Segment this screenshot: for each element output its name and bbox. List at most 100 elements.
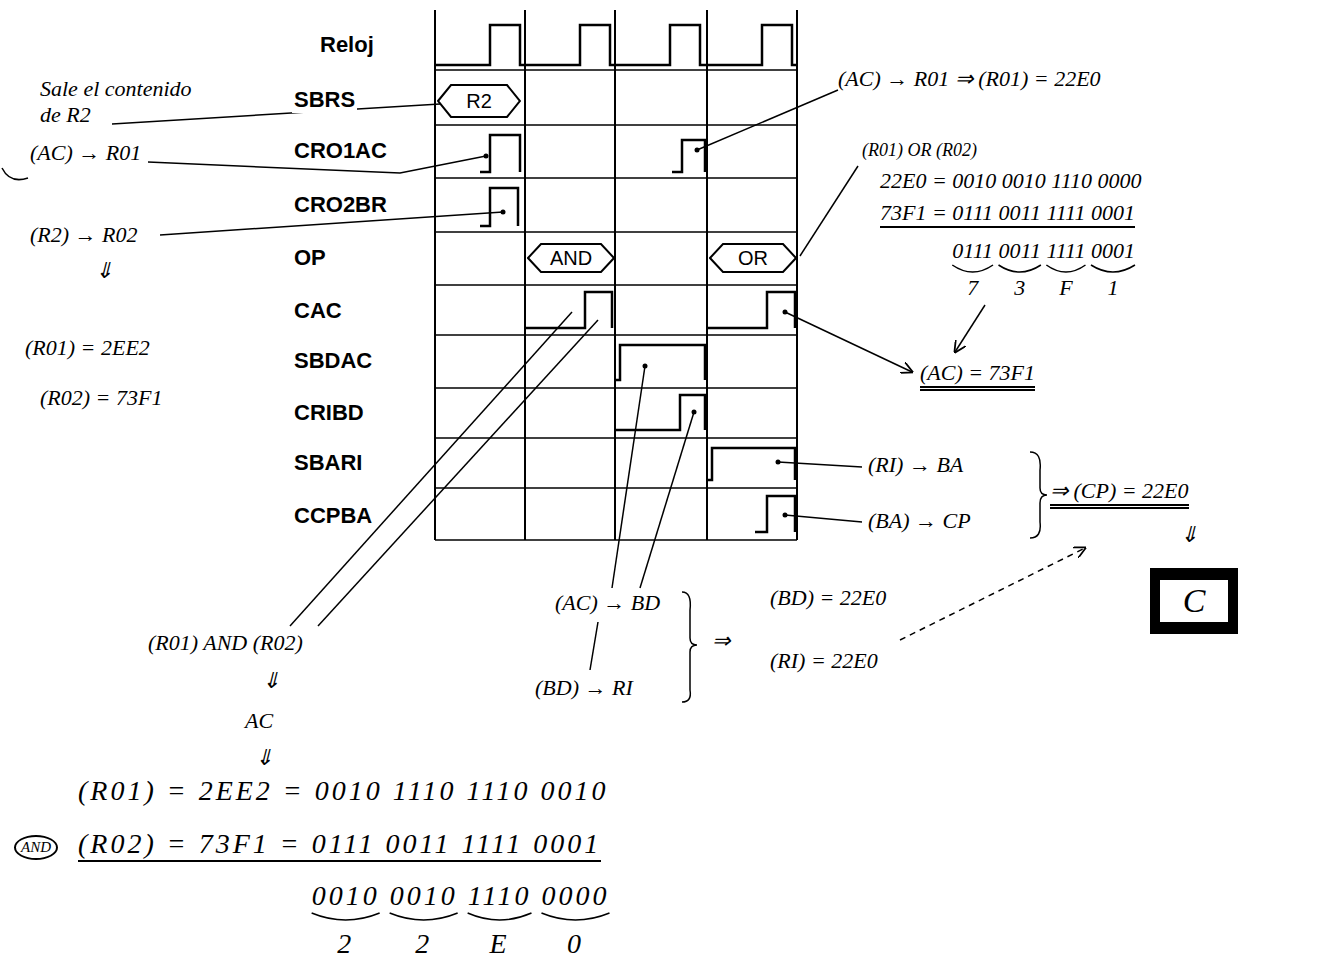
signal-name: CRO2BR [292,192,389,218]
signal-name: CCPBA [292,503,374,529]
leader-dot [776,460,781,465]
handwritten-note: E [490,928,510,960]
grid-line [435,231,797,233]
handwritten-note: ⇓ [262,668,280,694]
handwritten-note: (RI) → BA [868,452,963,478]
grid-line [435,124,797,126]
signal-name: SBRS [292,87,357,113]
handwritten-note: 73F1 = 0111 0011 1111 0001 [880,200,1135,228]
underbrace [312,913,380,920]
handwritten-note: AC [245,708,273,734]
handwritten-note: 0010 0010 1110 0000 [312,880,610,912]
leader-line [640,412,694,588]
handwritten-note: (AC) → R01 [30,140,141,166]
signal-waveform [672,140,705,172]
handwritten-note: ⇓ [255,745,273,771]
leader-line [697,90,838,150]
handwritten-note: F [1059,275,1072,301]
bracket [2,168,28,180]
leader-line [900,548,1085,640]
leader-dot [643,364,648,369]
grid-line [435,177,797,179]
handwritten-note: 2 [415,928,432,960]
signal-name: SBARI [292,450,364,476]
handwritten-note: 0 [567,928,584,960]
handwritten-note: (R2) → R02 [30,222,138,248]
leader-line [785,515,862,522]
signal-waveform [435,25,797,65]
underbrace [1091,265,1135,272]
grid-line [435,284,797,286]
handwritten-note: 2 [337,928,354,960]
signal-waveform [615,345,705,380]
handwritten-note: (R02) = 73F1 [40,385,162,411]
node-text: C [1160,580,1228,622]
signal-name: Reloj [318,32,376,58]
underbrace [999,265,1041,272]
underbrace [390,913,458,920]
signal-waveform [615,395,705,430]
handwritten-note: (R01) AND (R02) [148,630,303,656]
handwritten-note: (BD) = 22E0 [770,585,886,611]
handwritten-note: (BA) → CP [868,508,971,534]
leader-line [955,305,985,352]
grid-line [435,334,797,336]
signal-name: CRIBD [292,400,366,426]
hexagon-shape [438,85,520,117]
handwritten-note: ⇒ [712,628,730,654]
underbrace [468,913,532,920]
signal-waveform [480,188,518,226]
leader-line [290,312,572,626]
node-text: AND [527,243,615,273]
handwritten-note: (R01) = 2EE2 = 0010 1110 1110 0010 [78,775,608,807]
grid-line [434,10,436,540]
leader-line [800,166,858,256]
handwritten-note: (RI) = 22E0 [770,648,878,674]
grid-line [435,387,797,389]
bus-value-hexagon: OR [709,243,797,273]
signal-name: SBDAC [292,348,374,374]
signal-name: CRO1AC [292,138,389,164]
grid-line [706,10,708,540]
handwritten-note: AND [14,835,58,860]
handwritten-note: (AC) → BD [555,590,660,616]
signal-waveform [480,135,520,172]
leader-line [112,104,440,124]
handwritten-note: 0111 0011 1111 0001 [952,238,1135,264]
result-box: C [1150,568,1238,634]
node-text: OR [709,243,797,273]
bracket [1030,452,1047,538]
hexagon-shape [710,244,796,272]
signal-name: CAC [292,298,344,324]
grid-line [614,10,616,540]
handwritten-note: 7 [967,275,978,301]
node-text: R2 [437,84,521,118]
leader-dot [692,410,697,415]
leader-dot [783,310,788,315]
handwritten-note: (R01) OR (R02) [862,140,977,161]
handwritten-note: ⇓ [1180,522,1198,548]
signal-name: OP [292,245,328,271]
leader-dot [695,148,700,153]
leader-dot [484,154,489,159]
grid-line [796,10,798,540]
signal-waveform [755,496,795,532]
underbrace [952,265,993,272]
handwritten-note: ⇒ (CP) = 22E0 [1050,478,1189,509]
leader-line [785,312,912,372]
leader-dot [783,513,788,518]
handwritten-note: 1 [1107,275,1118,301]
handwritten-note: (BD) → RI [535,675,633,701]
signal-waveform [707,292,795,328]
bus-value-hexagon: R2 [437,84,521,118]
hexagon-shape [528,244,614,272]
bracket [682,592,697,702]
grid-line [435,487,797,489]
handwritten-note: 22E0 = 0010 0010 1110 0000 [880,168,1142,194]
grid-line [435,69,797,71]
leader-line [590,622,598,670]
handwritten-note: Sale el contenido de R2 [40,76,205,128]
handwritten-note: (R02) = 73F1 = 0111 0011 1111 0001 [78,828,601,862]
underbrace [541,913,609,920]
